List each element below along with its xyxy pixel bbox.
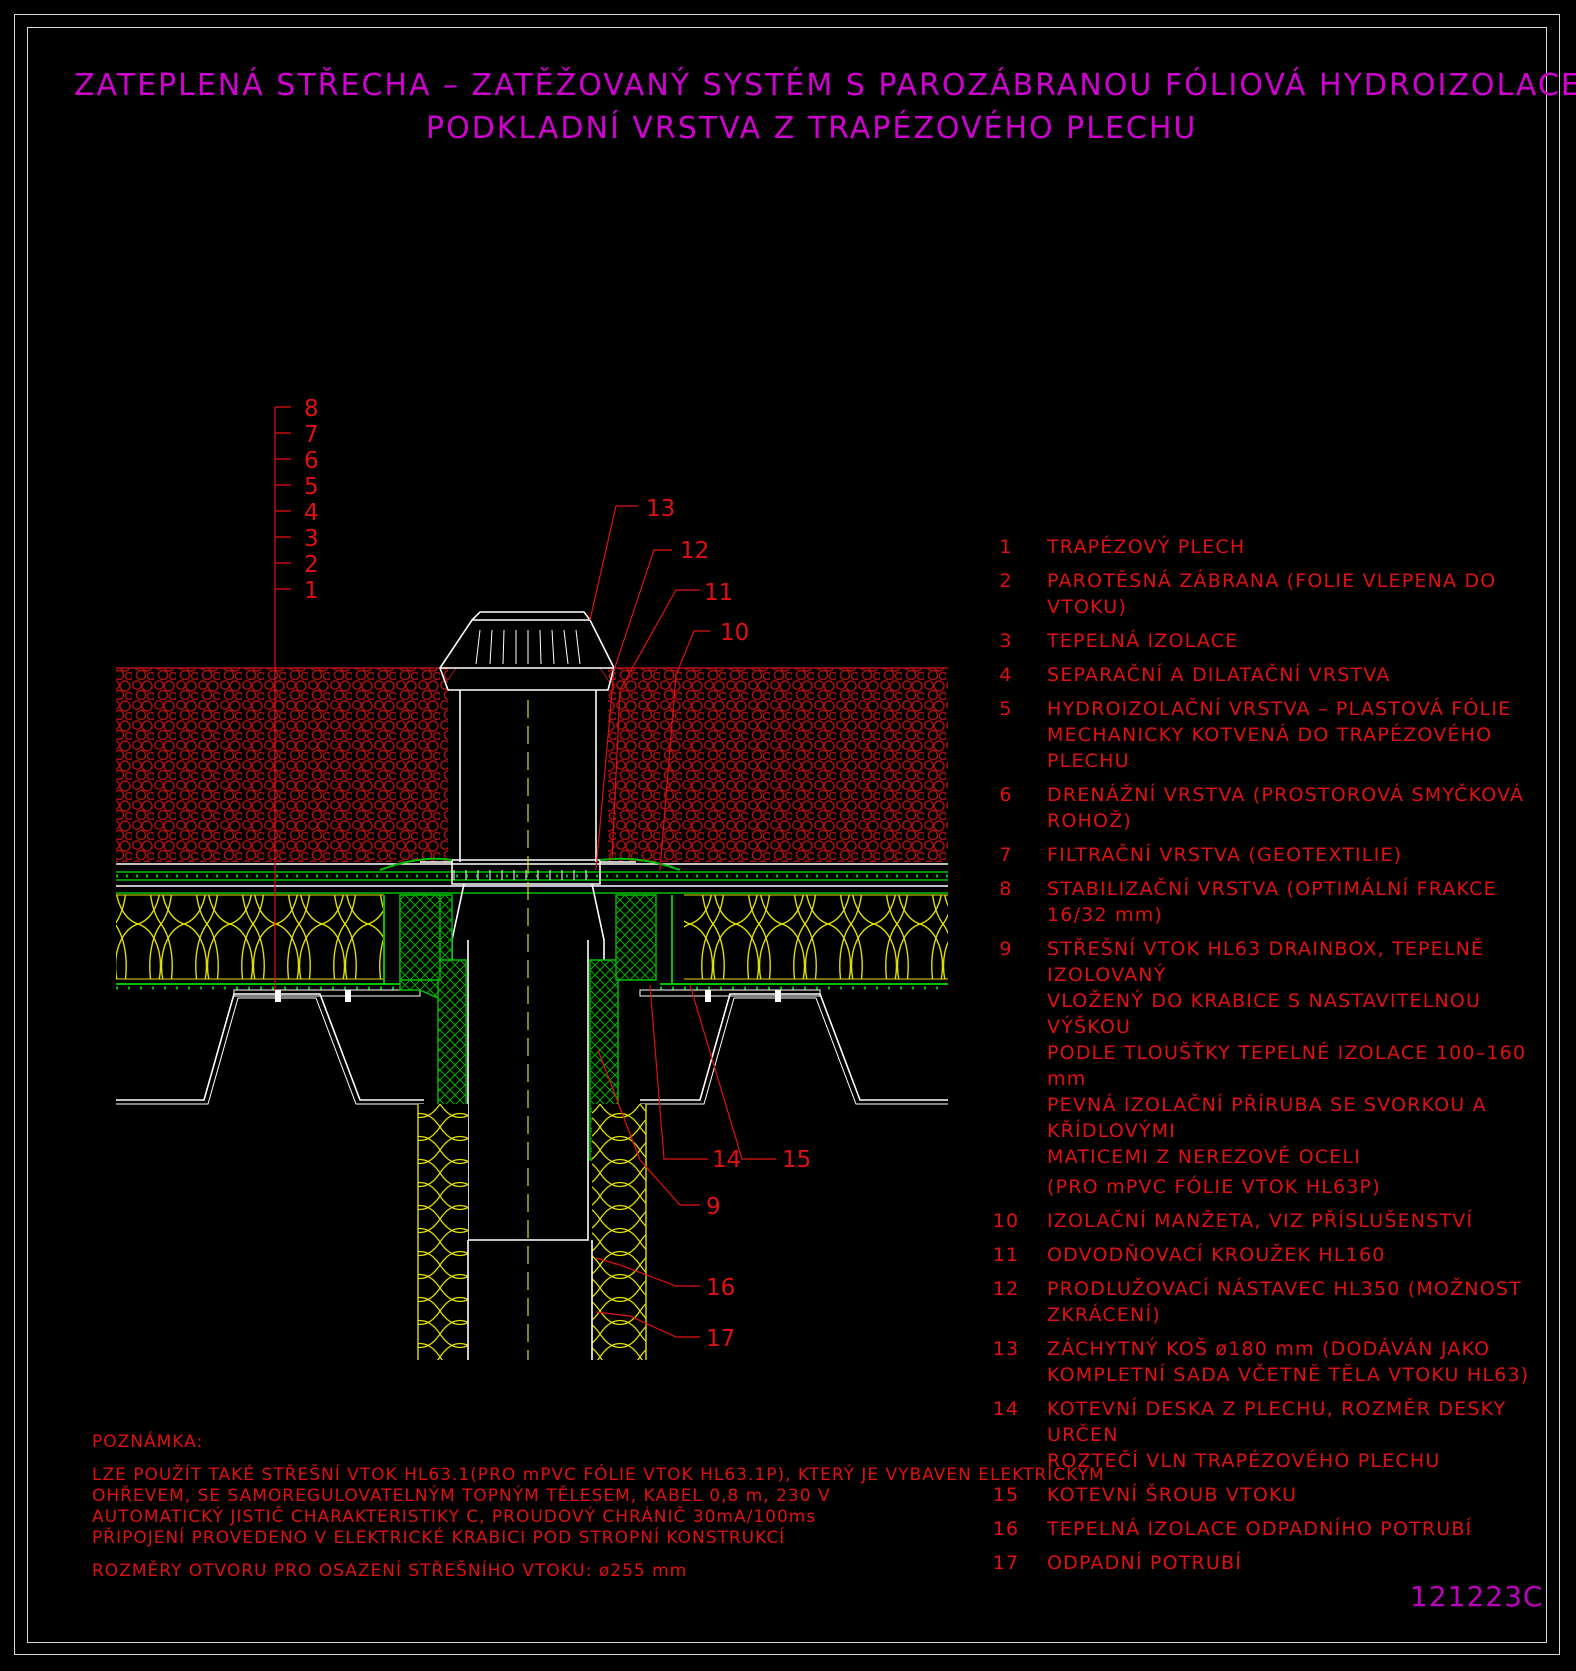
callout-12: 12: [680, 538, 709, 564]
opening-size-note: ROZMĚRY OTVORU PRO OSAZENÍ STŘEŠNÍHO VTO…: [92, 1561, 688, 1581]
legend-item: 8 STABILIZAČNÍ VRSTVA (OPTIMÁLNÍ FRAKCE 1…: [990, 876, 1550, 928]
legend-item-text: KOTEVNÍ ŠROUB VTOKU: [1047, 1484, 1298, 1506]
drawing-title-line2: PODKLADNÍ VRSTVA Z TRAPÉZOVÉHO PLECHU: [426, 111, 1198, 146]
legend-item: 10 IZOLAČNÍ MANŽETA, VIZ PŘÍSLUŠENSTVÍ: [990, 1208, 1550, 1234]
legend-item: 14 KOTEVNÍ DESKA Z PLECHU, ROZMĚR DESKY U…: [990, 1396, 1550, 1474]
drawing-title-line1: ZATEPLENÁ STŘECHA – ZATĚŽOVANÝ SYSTÉM S …: [74, 68, 1576, 103]
legend-item: 6 DRENÁŽNÍ VRSTVA (PROSTOROVÁ SMYČKOVÁ RO…: [990, 782, 1550, 834]
note-body: LZE POUŽÍT TAKÉ STŘEŠNÍ VTOK HL63.1(PRO …: [92, 1465, 1105, 1548]
legend-item-text: ZÁCHYTNÝ KOŠ ø180 mm (DODÁVÁN JAKO KOMPL…: [1047, 1338, 1530, 1386]
legend-item: 11 ODVODŇOVACÍ KROUŽEK HL160: [990, 1242, 1550, 1268]
legend-item-text: (PRO mPVC FÓLIE VTOK HL63P): [1047, 1176, 1381, 1198]
drain-body: [420, 611, 636, 1241]
legend-item-number: 6: [999, 784, 1013, 806]
layer-label-4: 4: [304, 500, 319, 526]
legend-item-text: SEPARAČNÍ A DILATAČNÍ VRSTVA: [1047, 664, 1391, 686]
note-heading: POZNÁMKA:: [92, 1432, 204, 1452]
legend-item-text: TEPELNÁ IZOLACE ODPADNÍHO POTRUBÍ: [1047, 1518, 1473, 1540]
legend-item-text: DRENÁŽNÍ VRSTVA (PROSTOROVÁ SMYČKOVÁ ROH…: [1047, 784, 1525, 832]
callout-9: 9: [706, 1194, 721, 1220]
layer-label-2: 2: [304, 552, 319, 578]
trapezoidal-sheet: [116, 993, 948, 1101]
legend-item-text: PAROTĚSNÁ ZÁBRANA (FOLIE VLEPENA DO VTOK…: [1047, 570, 1497, 618]
drawing-code: 121223C: [1410, 1580, 1544, 1613]
legend-item: 13 ZÁCHYTNÝ KOŠ ø180 mm (DODÁVÁN JAKO KOM…: [990, 1336, 1550, 1388]
legend-item-number: 2: [999, 570, 1013, 592]
legend-item-number: 12: [992, 1278, 1020, 1300]
legend-item: 7 FILTRAČNÍ VRSTVA (GEOTEXTILIE): [990, 842, 1550, 868]
legend-item: 15 KOTEVNÍ ŠROUB VTOKU: [990, 1482, 1550, 1508]
legend-item-number: 16: [992, 1518, 1020, 1540]
legend-item-number: 4: [999, 664, 1013, 686]
legend-item-text: ODVODŇOVACÍ KROUŽEK HL160: [1047, 1244, 1386, 1266]
layer-label-3: 3: [304, 526, 319, 552]
legend-item-number: 1: [999, 536, 1013, 558]
legend-item: 1 TRAPÉZOVÝ PLECH: [990, 534, 1550, 560]
legend-item: 12 PRODLUŽOVACÍ NÁSTAVEC HL350 (MOŽNOST Z…: [990, 1276, 1550, 1328]
legend-item: 17 ODPADNÍ POTRUBÍ: [990, 1550, 1550, 1576]
layer-label-5: 5: [304, 474, 319, 500]
legend-item-text: IZOLAČNÍ MANŽETA, VIZ PŘÍSLUŠENSTVÍ: [1047, 1210, 1474, 1232]
legend-item-number: 5: [999, 698, 1013, 720]
callout-10: 10: [720, 620, 749, 646]
membrane-layers: [116, 863, 948, 894]
pipe-insulation-left: [418, 1104, 468, 1360]
legend-item-number: 15: [992, 1484, 1020, 1506]
legend-item-number: 17: [992, 1552, 1020, 1574]
legend-item: 2 PAROTĚSNÁ ZÁBRANA (FOLIE VLEPENA DO VTO…: [990, 568, 1550, 620]
thermal-insulation-right: [684, 895, 948, 979]
legend-item-number: 11: [992, 1244, 1020, 1266]
note-block: POZNÁMKA: LZE POUŽÍT TAKÉ STŘEŠNÍ VTOK H…: [92, 1432, 1105, 1582]
legend-item-text: ODPADNÍ POTRUBÍ: [1047, 1552, 1243, 1574]
callout-14: 14: [712, 1147, 741, 1173]
inner-frame: [27, 27, 1547, 1643]
legend-item-text: HYDROIZOLAČNÍ VRSTVA – PLASTOVÁ FÓLIE ME…: [1047, 698, 1512, 772]
callout-16: 16: [706, 1275, 735, 1301]
legend-item: 3 TEPELNÁ IZOLACE: [990, 628, 1550, 654]
legend-item-number: 13: [992, 1338, 1020, 1360]
legend-item: 4 SEPARAČNÍ A DILATAČNÍ VRSTVA: [990, 662, 1550, 688]
legend-item-text: PRODLUŽOVACÍ NÁSTAVEC HL350 (MOŽNOST ZKR…: [1047, 1278, 1522, 1326]
callout-13: 13: [646, 496, 675, 522]
legend-item: 5 HYDROIZOLAČNÍ VRSTVA – PLASTOVÁ FÓLIE M…: [990, 696, 1550, 774]
layer-label-7: 7: [304, 422, 319, 448]
legend-item: (PRO mPVC FÓLIE VTOK HL63P): [990, 1174, 1550, 1200]
gravel-layer: [116, 668, 948, 862]
pipe-insulation-right: [592, 1104, 646, 1360]
layer-label-6: 6: [304, 448, 319, 474]
callout-11: 11: [704, 580, 733, 606]
legend-item-text: STABILIZAČNÍ VRSTVA (OPTIMÁLNÍ FRAKCE 16…: [1047, 878, 1497, 926]
legend-item-number: 10: [992, 1210, 1020, 1232]
legend-item-text: TRAPÉZOVÝ PLECH: [1047, 536, 1246, 558]
callout-15: 15: [782, 1147, 811, 1173]
layer-label-1: 1: [304, 578, 319, 604]
legend-item-text: KOTEVNÍ DESKA Z PLECHU, ROZMĚR DESKY URČ…: [1047, 1398, 1507, 1472]
thermal-insulation-left: [116, 895, 384, 979]
legend-item-number: 9: [999, 938, 1013, 960]
callout-17: 17: [706, 1326, 735, 1352]
legend-item: 16 TEPELNÁ IZOLACE ODPADNÍHO POTRUBÍ: [990, 1516, 1550, 1542]
legend-item-number: 8: [999, 878, 1013, 900]
legend-item: 9 STŘEŠNÍ VTOK HL63 DRAINBOX, TEPELNĚ IZO…: [990, 936, 1550, 1170]
outer-frame: [14, 14, 1560, 1655]
legend-item-number: 7: [999, 844, 1013, 866]
layer-label-8: 8: [304, 396, 319, 422]
legend-item-text: STŘEŠNÍ VTOK HL63 DRAINBOX, TEPELNĚ IZOL…: [1047, 938, 1527, 1168]
legend-item-text: FILTRAČNÍ VRSTVA (GEOTEXTILIE): [1047, 844, 1403, 866]
legend-item-number: 3: [999, 630, 1013, 652]
legend-item-text: TEPELNÁ IZOLACE: [1047, 630, 1239, 652]
legend-item-number: 14: [992, 1398, 1020, 1420]
legend: 1 TRAPÉZOVÝ PLECH 2 PAROTĚSNÁ ZÁBRANA (FOLI…: [990, 534, 1550, 1584]
